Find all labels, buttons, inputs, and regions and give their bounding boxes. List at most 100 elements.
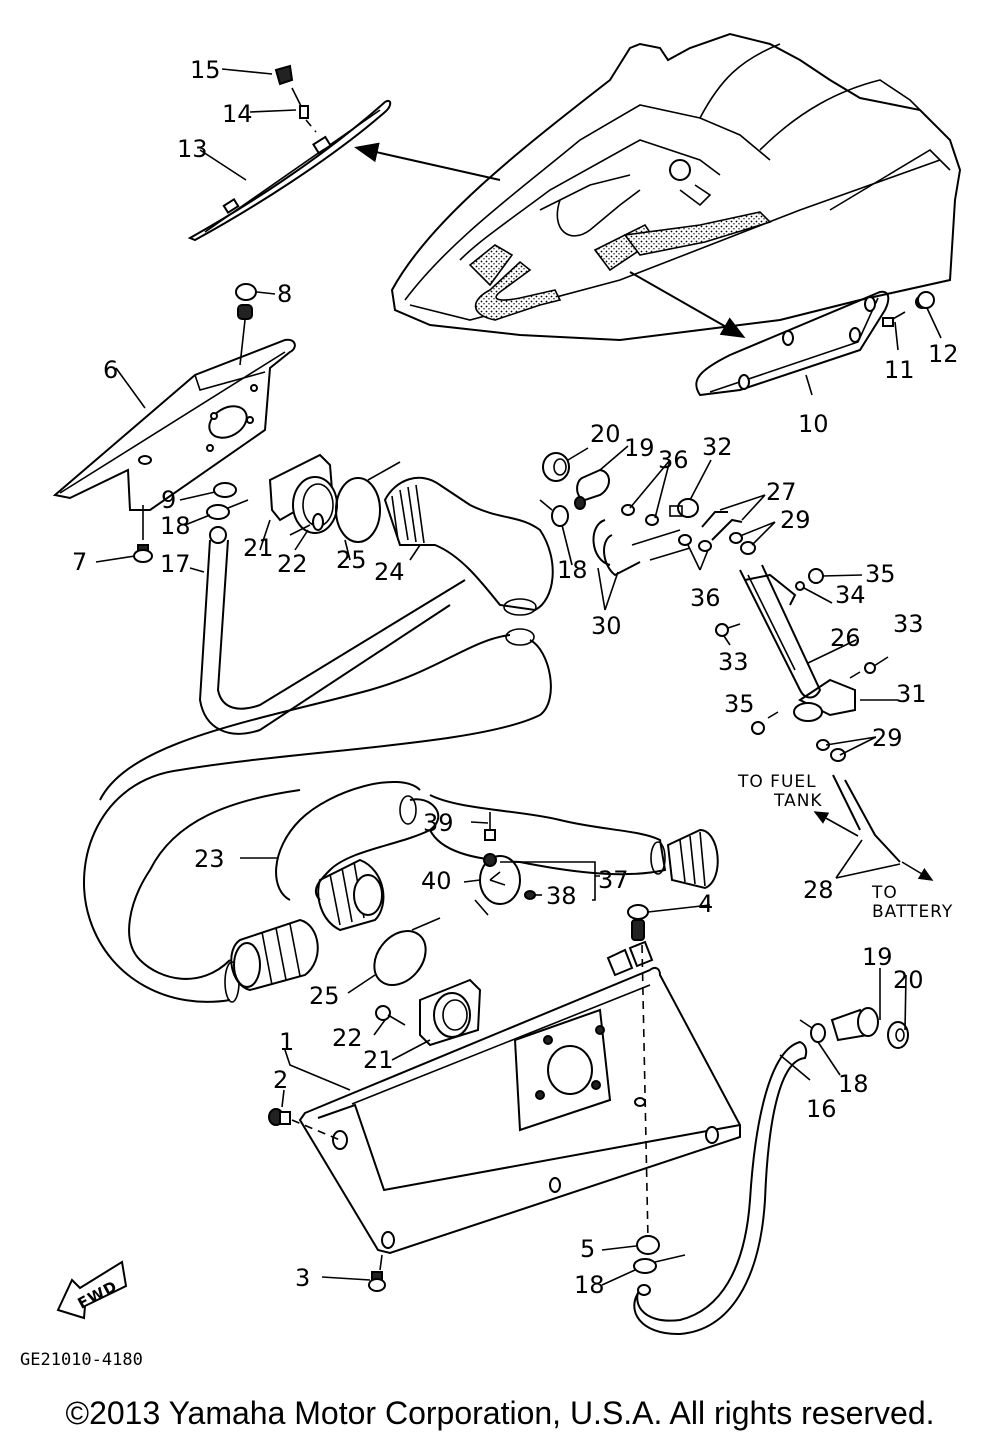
callout-16: 16 [806,1095,837,1123]
callout-20: 20 [590,420,621,448]
part-4-drain-plug [627,904,649,941]
callout-20: 20 [893,966,924,994]
callout-labels: 15 14 13 8 6 9 18 7 17 21 22 25 24 12 11… [72,56,959,1299]
part-29-caps-upper [729,532,756,555]
part-22-screw-lower [375,1005,406,1026]
part-18-clamp-d [633,1254,686,1274]
callout-30: 30 [591,612,622,640]
callout-26: 26 [830,624,861,652]
copyright-notice: ©2013 Yamaha Motor Corporation, U.S.A. A… [65,1395,935,1431]
callout-25: 25 [336,546,367,574]
part-33-bolt-right [849,662,876,679]
part-13-grill [187,100,392,242]
part-18-clamp-b [539,499,569,527]
part-20-plug-lower [887,1021,909,1049]
part-25-band-upper [335,461,401,543]
arrow-to-part-10 [629,271,746,338]
callout-36: 36 [690,584,721,612]
callout-4: 4 [698,890,713,918]
callout-18: 18 [160,512,191,540]
callout-1: 1 [279,1028,294,1056]
callout-37: 37 [598,866,629,894]
part-28-hoses [832,774,901,863]
part-18-clamp-c [799,1019,826,1043]
callout-40: 40 [421,867,452,895]
note-to-fuel-tank-line1: TO FUEL [737,772,817,792]
part-39-rivet [484,812,496,841]
part-21-flange-upper [268,453,338,534]
note-to-battery-line2: BATTERY [872,902,953,922]
part-23-bellows-right [666,828,719,890]
note-to-battery-line1: TO [871,883,898,903]
part-9-grommet [213,482,237,498]
callout-18: 18 [574,1271,605,1299]
part-8-bolt [235,283,257,320]
part-20-plug-upper [542,452,570,482]
callout-23: 23 [194,845,225,873]
part-31-holder [793,678,856,722]
callout-15: 15 [190,56,221,84]
part-35-nut-lower [751,721,765,735]
part-40-bracket [474,853,521,916]
callout-19: 19 [862,943,893,971]
part-26-breather [739,564,822,699]
part-33-bolt-left [715,623,741,637]
part-23-bellows-mid [317,858,385,932]
callout-10: 10 [798,410,829,438]
arrow-to-fuel-tank [813,811,859,837]
callout-36: 36 [658,446,689,474]
forward-direction-arrow-icon: FWD [56,1260,128,1320]
callout-13: 13 [177,135,208,163]
callout-25: 25 [309,982,340,1010]
part-24-duct [383,476,554,616]
part-3-bolt [368,1271,386,1292]
callout-5: 5 [580,1235,595,1263]
callout-11: 11 [884,356,915,384]
part-17-hose [198,526,466,735]
callout-34: 34 [835,581,866,609]
part-15-cap [274,64,294,86]
callout-29: 29 [780,506,811,534]
callout-31: 31 [896,680,927,708]
part-22-screw-upper [289,513,324,536]
callout-2: 2 [273,1066,288,1094]
callout-18: 18 [557,556,588,584]
callout-7: 7 [72,548,87,576]
arrow-to-battery [901,861,934,881]
callout-3: 3 [295,1264,310,1292]
callout-19: 19 [624,434,655,462]
part-35-nut-upper [808,568,824,584]
part-34-washer [795,581,805,591]
part-18-clamp-a [206,499,249,520]
watercraft-hull [390,32,962,342]
callout-35: 35 [865,560,896,588]
fwd-label: FWD [75,1277,121,1313]
callout-27: 27 [766,478,797,506]
drawing-code: GE21010-4180 [20,1350,143,1370]
callout-21: 21 [243,534,274,562]
callout-8: 8 [277,280,292,308]
part-7-bolt [133,544,153,563]
part-32-fitting [669,498,699,518]
part-1-tray [298,940,741,1255]
callout-29: 29 [872,724,903,752]
part-10-plate [695,290,890,397]
part-23-large-duct [83,628,667,1003]
callout-28: 28 [803,876,834,904]
note-to-fuel-tank-line2: TANK [773,791,823,811]
part-14-rivet [291,87,309,119]
callout-33: 33 [718,648,749,676]
part-21-flange-lower [419,978,482,1047]
part-19-elbow-lower [830,1007,879,1042]
callout-12: 12 [928,340,959,368]
callout-14: 14 [222,100,253,128]
callout-35: 35 [724,690,755,718]
part-25-band-lower [373,917,441,986]
part-11-rivet [882,311,906,327]
part-2-grommet [268,1108,291,1126]
callout-22: 22 [277,550,308,578]
part-19-elbow-upper [574,468,610,510]
part-23-bellows-left [230,918,319,992]
callout-9: 9 [161,486,176,514]
